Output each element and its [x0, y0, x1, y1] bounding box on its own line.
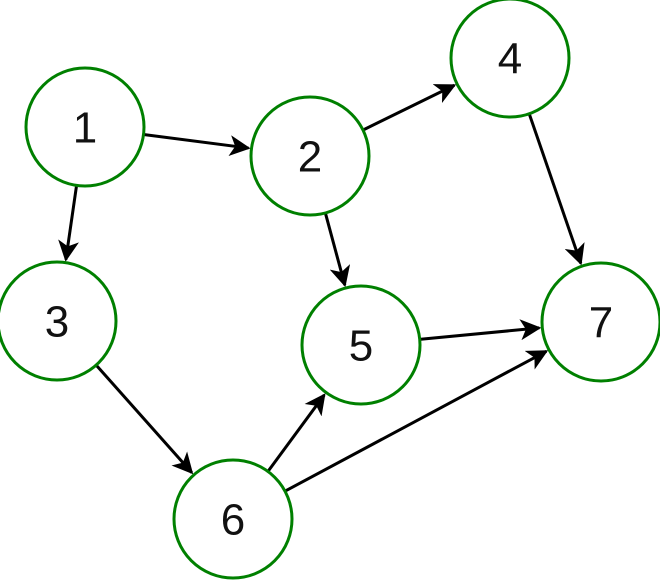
edge-1-to-3: [58, 186, 79, 262]
graph-node-3[interactable]: 3: [0, 260, 118, 382]
edge-5-to-7: [420, 319, 542, 341]
edge-2-to-4: [363, 83, 457, 131]
graph-node-4[interactable]: 4: [449, 0, 571, 119]
edges-layer: [58, 83, 585, 493]
node-label-7: 7: [589, 299, 613, 348]
graph-node-7[interactable]: 7: [540, 261, 660, 383]
edge-6-to-7: [285, 349, 549, 493]
edge-6-to-5: [267, 393, 326, 472]
node-label-4: 4: [498, 35, 522, 84]
node-circle-3[interactable]: [0, 260, 118, 382]
graph-node-2[interactable]: 2: [249, 95, 371, 217]
graph-node-1[interactable]: 1: [24, 66, 146, 188]
node-circle-2[interactable]: [249, 95, 371, 217]
node-label-1: 1: [73, 104, 97, 153]
node-circle-4[interactable]: [449, 0, 571, 119]
graph-node-5[interactable]: 5: [300, 284, 422, 406]
edge-3-to-6: [95, 364, 194, 475]
node-circle-1[interactable]: [24, 66, 146, 188]
node-label-6: 6: [221, 496, 245, 545]
node-label-3: 3: [45, 298, 69, 347]
edge-4-to-7: [528, 114, 585, 266]
node-label-5: 5: [349, 322, 373, 371]
node-circle-5[interactable]: [300, 284, 422, 406]
edge-2-to-5: [324, 213, 351, 288]
graph-node-6[interactable]: 6: [172, 458, 294, 580]
node-circle-7[interactable]: [540, 261, 660, 383]
edge-1-to-2: [144, 133, 251, 157]
node-circle-6[interactable]: [172, 458, 294, 580]
node-label-2: 2: [298, 133, 322, 182]
